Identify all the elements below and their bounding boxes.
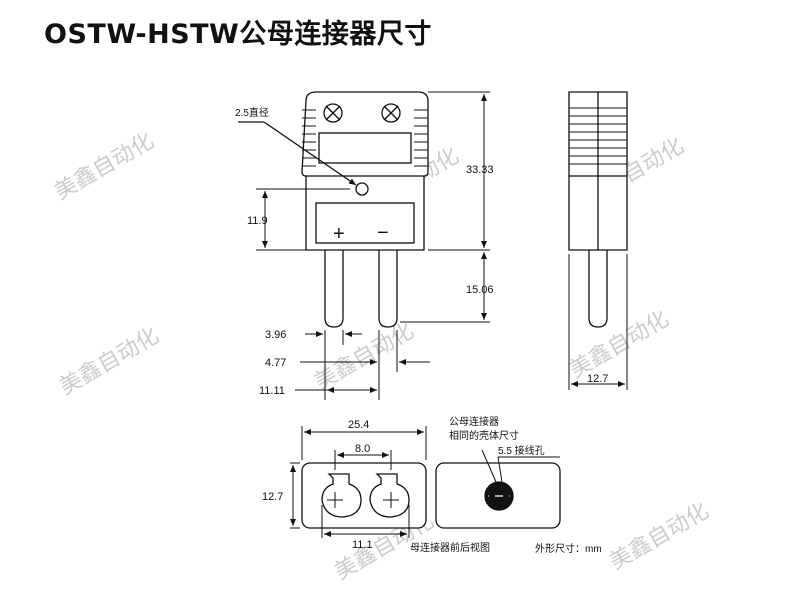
dim-rear-width: 25.4 [348,419,369,431]
dim-pin-span: 11.11 [259,385,285,397]
front-dimensions [256,91,490,400]
dim-pin-length: 15.06 [466,284,494,296]
minus-sign: − [377,222,389,244]
dim-hole-span: 11.1 [352,539,373,551]
dim-pin-gap: 4.77 [265,357,286,369]
dim-height-total: 33.33 [466,164,494,176]
watermark-text: 美鑫自动化 [566,307,674,384]
side-view [568,91,628,390]
wire-hole-label: 5.5 接线孔 [498,444,545,457]
watermark-text: 美鑫自动化 [51,129,159,206]
dim-side-width: 12.7 [587,373,608,385]
housing-note-line1: 公母连接器 [449,415,499,428]
watermark-text: 美鑫自动化 [56,324,164,401]
watermark-text: 美鑫自动化 [311,319,419,396]
dim-rear-height: 12.7 [262,491,283,503]
housing-note-line2: 相同的壳体尺寸 [449,429,519,442]
plus-sign: + [333,223,345,245]
page-title: OSTW-HSTW公母连接器尺寸 [44,19,432,50]
dim-height-lower: 11.9 [247,215,268,227]
dim-pin-diameter: 3.96 [265,329,286,341]
front-view [238,91,429,328]
hole-diameter-label: 2.5直径 [235,106,269,119]
rear-view-caption: 母连接器前后视图 [410,541,490,554]
unit-note: 外形尺寸：mm [535,542,602,555]
dim-hole-spacing: 8.0 [355,443,370,455]
rear-view [290,426,427,538]
housing-view [435,449,561,529]
watermark-text: 美鑫自动化 [606,499,714,576]
